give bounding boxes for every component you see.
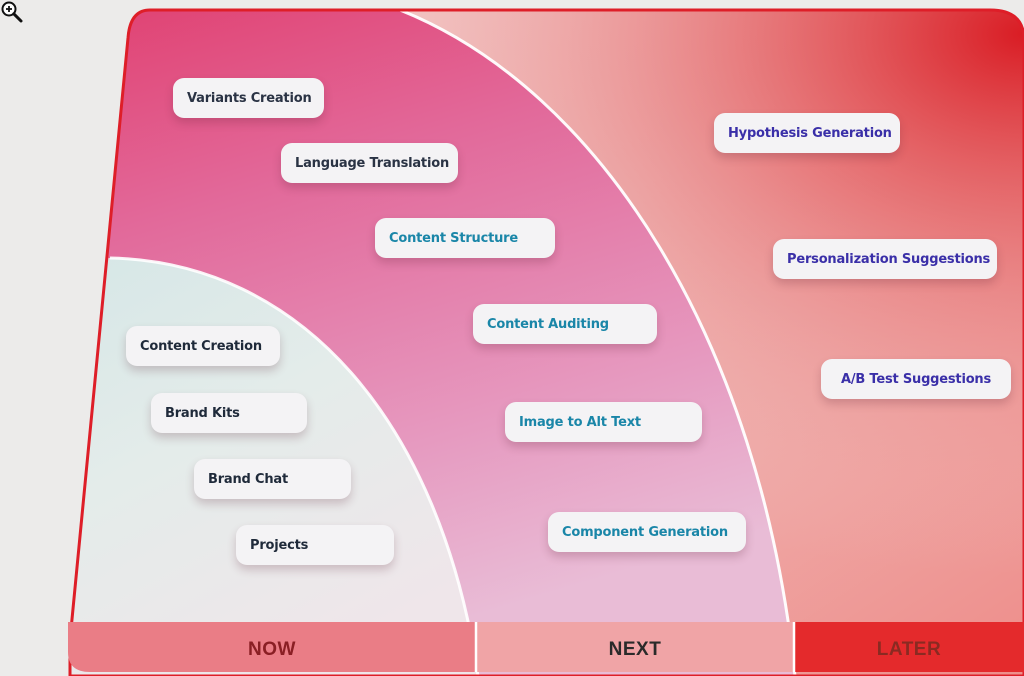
zoom-in-cursor-icon	[1, 1, 23, 23]
later-item-hypothesis-generation[interactable]: Hypothesis Generation	[714, 113, 900, 153]
next-item-label: Content Structure	[389, 230, 518, 246]
next-item-language-translation[interactable]: Language Translation	[281, 143, 458, 183]
now-item-label: Brand Kits	[165, 405, 240, 421]
roadmap-frame	[68, 8, 1024, 676]
next-item-variants-creation[interactable]: Variants Creation	[173, 78, 324, 118]
next-item-label: Language Translation	[295, 155, 449, 171]
now-item-label: Brand Chat	[208, 471, 288, 487]
later-item-label: Hypothesis Generation	[728, 125, 892, 141]
now-item-brand-kits[interactable]: Brand Kits	[151, 393, 307, 433]
column-label-next: NEXT	[608, 639, 662, 660]
next-item-label: Component Generation	[562, 524, 728, 540]
later-item-label: Personalization Suggestions	[787, 251, 991, 267]
now-item-projects[interactable]: Projects	[236, 525, 394, 565]
later-item-label: A/B Test Suggestions	[840, 371, 992, 387]
column-label-band	[68, 622, 1024, 672]
next-later-divider	[399, 10, 797, 676]
now-next-divider	[109, 256, 480, 676]
column-label-now: NOW	[248, 639, 296, 660]
next-item-content-auditing[interactable]: Content Auditing	[473, 304, 657, 344]
next-item-image-to-alt-text[interactable]: Image to Alt Text	[505, 402, 702, 442]
later-item-ab-test-suggestions[interactable]: A/B Test Suggestions	[821, 359, 1011, 399]
next-item-label: Content Auditing	[487, 316, 609, 332]
now-item-brand-chat[interactable]: Brand Chat	[194, 459, 351, 499]
next-item-label: Variants Creation	[187, 90, 312, 106]
next-item-component-generation[interactable]: Component Generation	[548, 512, 746, 552]
next-item-label: Image to Alt Text	[519, 414, 641, 430]
now-item-content-creation[interactable]: Content Creation	[126, 326, 280, 366]
later-item-personalization-suggestions[interactable]: Personalization Suggestions	[773, 239, 997, 279]
now-item-label: Content Creation	[140, 338, 262, 354]
now-item-label: Projects	[250, 537, 309, 553]
next-item-content-structure[interactable]: Content Structure	[375, 218, 555, 258]
column-label-later: LATER	[876, 639, 942, 660]
